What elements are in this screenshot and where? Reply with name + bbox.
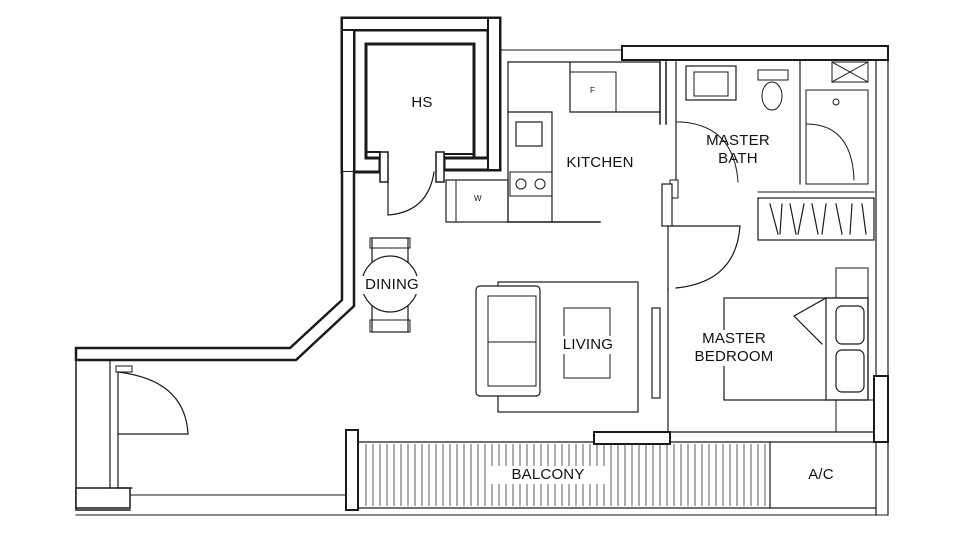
washer-cabinet [445, 179, 509, 223]
right-exterior-lower [875, 441, 889, 516]
bath-vanity-inner [693, 71, 729, 97]
unit-top-wall [621, 45, 889, 61]
kitchen-counter-left [507, 111, 553, 223]
room-label-kitchen: KITCHEN [566, 154, 634, 171]
sofa-seat [487, 295, 537, 387]
fridge-label: F [590, 86, 595, 95]
bedroom-door-swing [667, 225, 741, 291]
room-label-hs: HS [411, 94, 433, 111]
bed-sheet-fold [793, 297, 827, 345]
entry-door [117, 371, 189, 436]
shower [805, 89, 869, 185]
bath-vanity [685, 65, 737, 101]
entry-door-2 [117, 433, 133, 489]
room-label-balcony: BALCONY [490, 466, 606, 484]
hs-door-swing [387, 171, 435, 216]
hob-burner-2 [534, 178, 546, 190]
kitchen-sliding-door [659, 61, 667, 125]
shower-drain [832, 98, 840, 106]
room-label-dining: DINING [356, 276, 428, 294]
balcony-railing [365, 444, 766, 506]
balcony-door-panel [593, 431, 671, 445]
dining-chair-bottom [369, 319, 411, 333]
entry-left-wall [75, 359, 131, 511]
shower-vent [831, 61, 869, 83]
wardrobe [757, 197, 875, 241]
right-wall-pier [873, 375, 889, 443]
toilet-tank [757, 69, 789, 81]
hs-wall-fill-right [487, 17, 501, 171]
hob-burner-1 [515, 178, 527, 190]
bedroom-door-jamb [661, 183, 673, 227]
room-label-ac: A/C [808, 466, 834, 483]
sink [515, 121, 543, 147]
room-label-living: LIVING [552, 336, 624, 354]
bed-head-panel [825, 297, 869, 401]
fridge [569, 71, 617, 113]
hs-door-jamb-left [379, 151, 389, 183]
balcony-frame [357, 441, 877, 509]
hs-wall-fill-left [341, 17, 355, 173]
bath-door [681, 121, 739, 183]
room-label-master-bath: MASTER BATH [706, 132, 770, 167]
hs-wall-fill-top [341, 17, 501, 31]
sliding-panel [651, 307, 661, 399]
sofa [475, 285, 541, 397]
hob [509, 171, 553, 197]
balcony-wall-left [345, 429, 359, 511]
kitchen-counter-top [507, 61, 661, 113]
bedside-table [835, 267, 869, 299]
entry-jamb [115, 365, 133, 373]
wardrobe-hangers [769, 203, 867, 235]
side-cabinet [835, 399, 875, 433]
toilet-bowl [761, 81, 783, 111]
shower-vent-cross [831, 61, 869, 83]
washer-label: W [474, 194, 482, 203]
entry-wall-block-bottom [75, 487, 131, 509]
room-label-master-bedroom: MASTER BEDROOM [680, 330, 788, 366]
hs-door-jamb-right [435, 151, 445, 183]
diagonal-wall [74, 170, 356, 362]
dining-chair-top [369, 237, 411, 249]
right-exterior-wall [875, 59, 889, 379]
pillow-1 [835, 305, 865, 345]
pillow-2 [835, 349, 865, 393]
shower-door [805, 123, 855, 181]
